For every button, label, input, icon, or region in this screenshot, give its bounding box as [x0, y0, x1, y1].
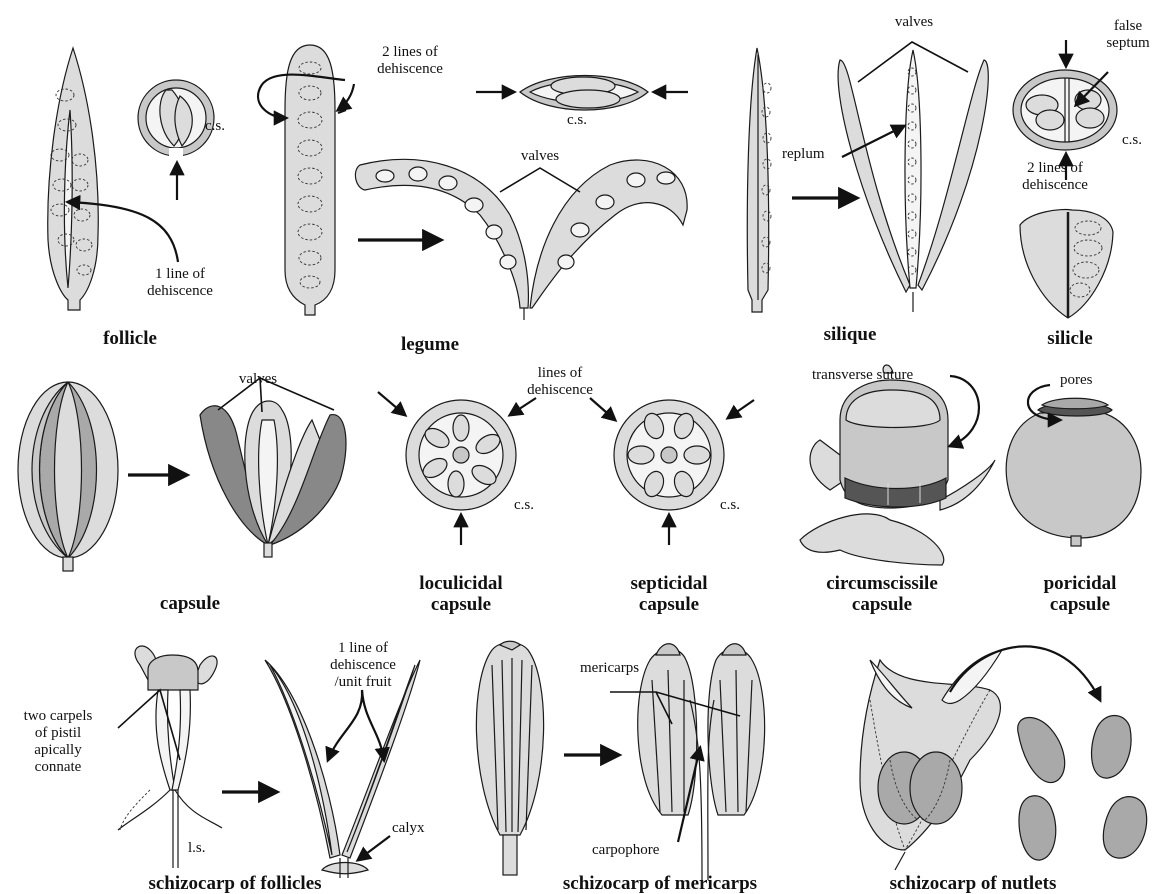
- unit-fruit-label-3: /unit fruit: [318, 674, 408, 690]
- replum-label: replum: [782, 146, 825, 162]
- capsule-title: capsule: [140, 593, 240, 614]
- capsule-valves-label: valves: [228, 371, 288, 387]
- legume-valves-label: valves: [510, 148, 570, 164]
- follicle-line-label-1: 1 line of: [135, 266, 225, 282]
- pores-label: pores: [1060, 372, 1093, 388]
- circumscissile-capsule-drawing: [800, 365, 995, 565]
- calyx-label: calyx: [392, 820, 424, 836]
- unit-fruit-label-2: dehiscence: [318, 657, 408, 673]
- silicle-cross-section: [1013, 70, 1117, 150]
- legume-cross-section: [520, 76, 648, 111]
- false-septum-label-1: false: [1098, 18, 1158, 34]
- ls-label: l.s.: [188, 840, 206, 856]
- unit-fruit-label-1: 1 line of: [318, 640, 408, 656]
- legume-closed-pod: [285, 45, 335, 315]
- silique-valves-label: valves: [884, 14, 944, 30]
- follicle-drawing: [48, 48, 99, 310]
- loculicidal-title-2: capsule: [396, 594, 526, 615]
- carpophore-label: carpophore: [592, 842, 659, 858]
- schizocarp-follicles-pistil: [118, 646, 222, 868]
- false-septum-label-2: septum: [1098, 35, 1158, 51]
- two-carpels-label-1: two carpels: [2, 708, 114, 724]
- silicle-cs-label: c.s.: [1122, 132, 1142, 148]
- silicle-fruit: [1020, 210, 1113, 318]
- silicle-lines-label-1: 2 lines of: [1010, 160, 1100, 176]
- legume-lines-label-2: dehiscence: [350, 61, 470, 77]
- lines-of-dehiscence-label-1: lines of: [510, 365, 610, 381]
- legume-cs-label: c.s.: [567, 112, 587, 128]
- follicle-cross-section: [138, 80, 214, 158]
- schizocarp-mericarps-closed: [476, 641, 543, 875]
- poricidal-title-1: poricidal: [1025, 573, 1135, 594]
- lines-of-dehiscence-label-2: dehiscence: [510, 382, 610, 398]
- capsule-closed: [18, 382, 118, 571]
- silicle-title: silicle: [1020, 328, 1120, 349]
- follicle-cs-label: c.s.: [205, 118, 225, 134]
- nutlets-separated: [1018, 716, 1147, 861]
- loculicidal-cross-section: [406, 400, 516, 510]
- circumscissile-title-1: circumscissile: [812, 573, 952, 594]
- silique-title: silique: [800, 324, 900, 345]
- schizocarp-nutlets-calyx: [860, 650, 1002, 870]
- schizocarp-follicles-open: [265, 660, 420, 878]
- follicle-title: follicle: [80, 328, 180, 349]
- mericarps-label: mericarps: [580, 660, 639, 676]
- follicle-line-label-2: dehiscence: [135, 283, 225, 299]
- septicidal-title-1: septicidal: [604, 573, 734, 594]
- circumscissile-title-2: capsule: [812, 594, 952, 615]
- septicidal-cs-label: c.s.: [720, 497, 740, 513]
- silique-open: [838, 50, 988, 312]
- silique-closed: [747, 48, 771, 312]
- two-carpels-label-2: of pistil: [2, 725, 114, 741]
- capsule-open-valves: [200, 401, 346, 557]
- septicidal-title-2: capsule: [604, 594, 734, 615]
- loculicidal-title-1: loculicidal: [396, 573, 526, 594]
- poricidal-title-2: capsule: [1025, 594, 1135, 615]
- legume-lines-label-1: 2 lines of: [350, 44, 470, 60]
- two-carpels-label-4: connate: [2, 759, 114, 775]
- transverse-suture-label: transverse suture: [812, 367, 913, 383]
- schizocarp-mericarps-title: schizocarp of mericarps: [540, 873, 780, 894]
- schizocarp-nutlets-title: schizocarp of nutlets: [858, 873, 1088, 894]
- loculicidal-cs-label: c.s.: [514, 497, 534, 513]
- silicle-lines-label-2: dehiscence: [1010, 177, 1100, 193]
- schizocarp-follicles-title: schizocarp of follicles: [120, 873, 350, 894]
- poricidal-capsule-drawing: [1006, 398, 1141, 546]
- two-carpels-label-3: apically: [2, 742, 114, 758]
- legume-title: legume: [380, 334, 480, 355]
- septicidal-cross-section: [614, 400, 724, 510]
